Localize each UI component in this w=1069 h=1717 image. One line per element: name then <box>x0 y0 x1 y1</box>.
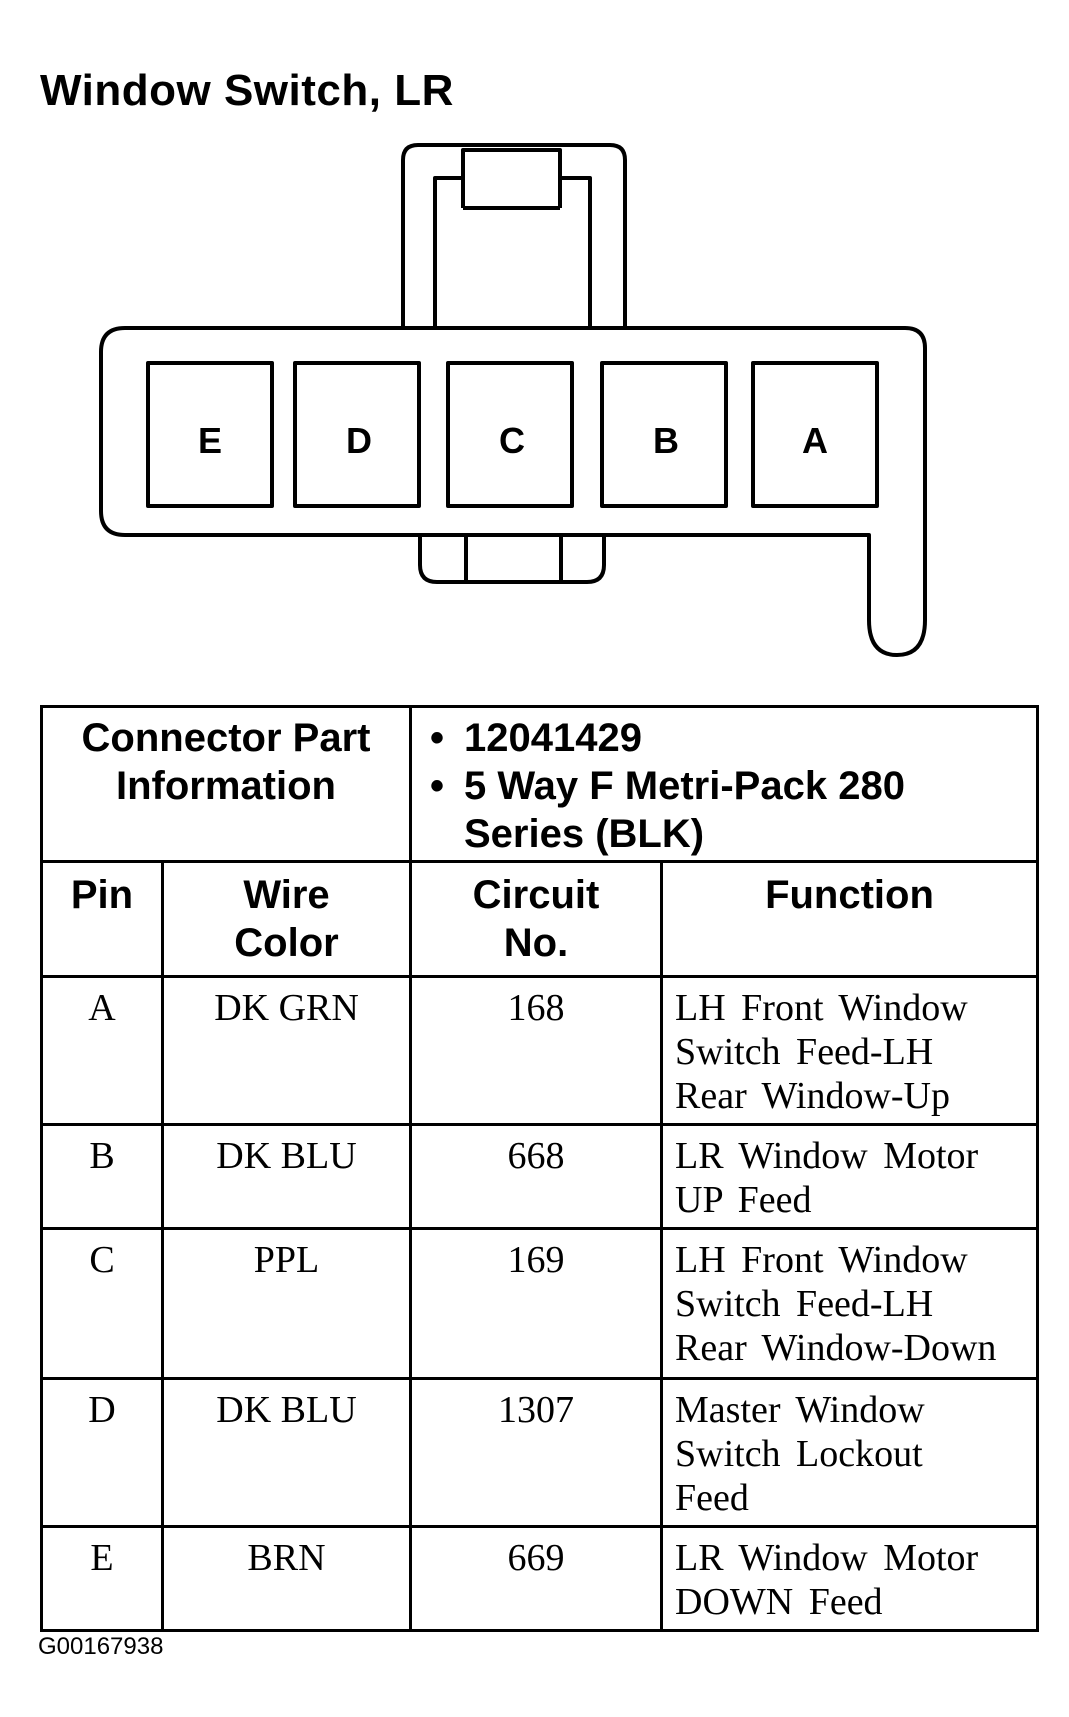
function-cell: LR Window Motor DOWN Feed <box>660 1525 1039 1632</box>
wire-color-cell: BRN <box>161 1525 412 1632</box>
diagram-title: Window Switch, LR <box>40 66 454 115</box>
pin-cavity-e <box>146 361 274 508</box>
table-row: D DK BLU 1307 Master Window Switch Locko… <box>40 1377 1039 1528</box>
function-cell: LH Front Window Switch Feed-LH Rear Wind… <box>660 975 1039 1126</box>
pin-cell: A <box>40 975 164 1126</box>
function-line: UP Feed <box>675 1179 812 1221</box>
header-function: Function <box>660 860 1039 978</box>
function-line: DOWN Feed <box>675 1581 883 1623</box>
part-number: 12041429 <box>464 716 642 760</box>
pin-cavity-c <box>446 361 574 508</box>
part-info-value: • 12041429 • 5 Way F Metri-Pack 280 Seri… <box>409 705 1039 863</box>
circuit-cell: 668 <box>409 1123 663 1230</box>
pin-label-b: B <box>653 420 679 461</box>
pin-label-e: E <box>198 420 222 461</box>
pin-cell: C <box>40 1227 164 1380</box>
pin-cavity-d <box>293 361 421 508</box>
part-info-label-line1: Connector Part <box>81 716 371 760</box>
wire-color-cell: DK GRN <box>161 975 412 1126</box>
header-wire-color-line2: Color <box>234 921 339 965</box>
table-row: E BRN 669 LR Window Motor DOWN Feed <box>40 1525 1039 1632</box>
pin-cavities <box>146 361 879 508</box>
function-line: LH Front Window <box>675 1239 968 1281</box>
function-line: Master Window <box>675 1389 925 1431</box>
function-line: Rear Window-Up <box>675 1075 950 1117</box>
figure-id: G00167938 <box>38 1633 164 1660</box>
pin-cell: E <box>40 1525 164 1632</box>
circuit-cell: 669 <box>409 1525 663 1632</box>
table-row: B DK BLU 668 LR Window Motor UP Feed <box>40 1123 1039 1230</box>
part-description-item: • 5 Way F Metri-Pack 280 Series (BLK) <box>430 762 1026 858</box>
function-cell: LH Front Window Switch Feed-LH Rear Wind… <box>660 1227 1039 1380</box>
circuit-cell: 169 <box>409 1227 663 1380</box>
wire-color-cell: DK BLU <box>161 1377 412 1528</box>
circuit-cell: 1307 <box>409 1377 663 1528</box>
function-line: Switch Feed-LH <box>675 1283 934 1325</box>
function-line: Feed <box>675 1477 749 1519</box>
header-pin: Pin <box>40 860 164 978</box>
circuit-cell: 168 <box>409 975 663 1126</box>
wire-color-cell: PPL <box>161 1227 412 1380</box>
bullet-icon: • <box>430 716 445 760</box>
pin-cavity-b <box>600 361 728 508</box>
connector-housing <box>99 326 927 657</box>
function-line: Switch Lockout <box>675 1433 923 1475</box>
function-line: LR Window Motor <box>675 1135 979 1177</box>
function-line: LR Window Motor <box>675 1537 979 1579</box>
function-cell: LR Window Motor UP Feed <box>660 1123 1039 1230</box>
latch-outer <box>401 143 627 330</box>
connector-diagram: E D C B A <box>99 143 927 657</box>
table-row: A DK GRN 168 LH Front Window Switch Feed… <box>40 975 1039 1126</box>
part-number-item: • 12041429 <box>430 714 1026 762</box>
part-description-line2: Series (BLK) <box>464 812 705 856</box>
pin-cell: D <box>40 1377 164 1528</box>
pin-label-d: D <box>346 420 372 461</box>
connector-info-table: Connector Part Information • 12041429 • … <box>40 705 1039 1632</box>
function-line: Rear Window-Down <box>675 1327 997 1369</box>
pin-label-c: C <box>499 420 525 461</box>
bullet-icon: • <box>430 764 445 808</box>
function-cell: Master Window Switch Lockout Feed <box>660 1377 1039 1528</box>
pin-cavity-a <box>751 361 879 508</box>
bottom-key <box>418 535 606 584</box>
part-info-row: Connector Part Information • 12041429 • … <box>40 705 1039 863</box>
part-info-label-line2: Information <box>116 764 336 808</box>
header-circuit: Circuit No. <box>409 860 663 978</box>
header-circuit-line1: Circuit <box>472 873 600 917</box>
function-line: LH Front Window <box>675 987 968 1029</box>
pin-label-a: A <box>802 420 828 461</box>
wire-color-cell: DK BLU <box>161 1123 412 1230</box>
header-circuit-line2: No. <box>503 921 569 965</box>
table-row: C PPL 169 LH Front Window Switch Feed-LH… <box>40 1227 1039 1380</box>
header-wire-color-line1: Wire <box>243 873 330 917</box>
part-description-line1: 5 Way F Metri-Pack 280 <box>464 764 905 808</box>
pin-cell: B <box>40 1123 164 1230</box>
function-line: Switch Feed-LH <box>675 1031 934 1073</box>
latch-inner <box>433 148 592 330</box>
header-wire-color: Wire Color <box>161 860 412 978</box>
part-info-label: Connector Part Information <box>40 705 412 863</box>
table-header-row: Pin Wire Color Circuit No. Function <box>40 860 1039 978</box>
